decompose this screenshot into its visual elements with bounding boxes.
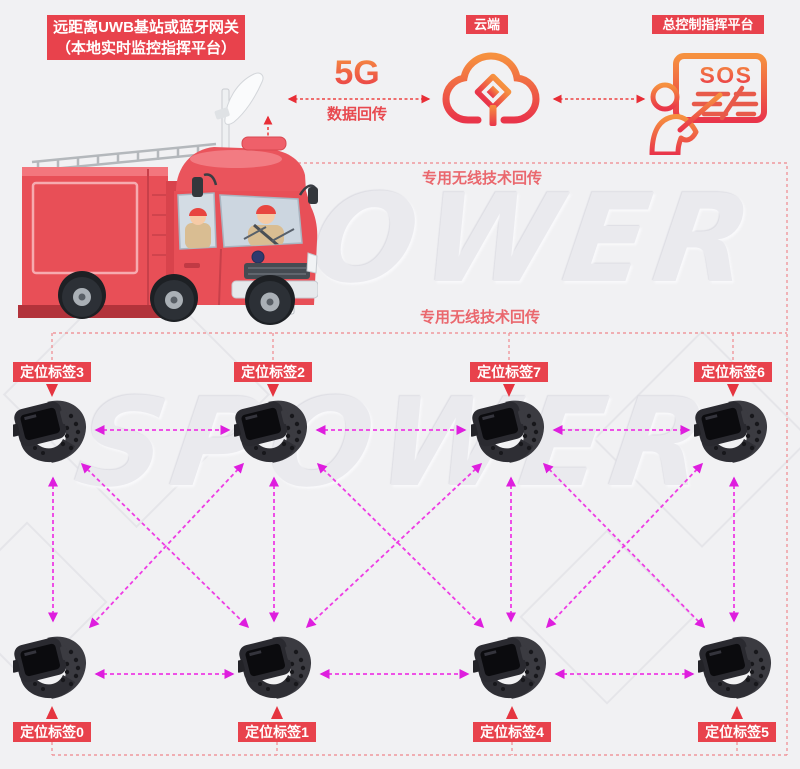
tag-label-4: 定位标签4 [473, 722, 551, 742]
smartwatch-tag-icon [694, 398, 772, 464]
presenter-person [649, 82, 723, 155]
gateway-label-line1: 远距离UWB基站或蓝牙网关 [53, 18, 239, 36]
tag-label-5: 定位标签5 [698, 722, 776, 742]
gateway-label: 远距离UWB基站或蓝牙网关 （本地实时监控指挥平台） [47, 15, 245, 60]
smartwatch-tag-icon [234, 398, 312, 464]
label-pointer-arrows [46, 384, 743, 719]
sos-presentation-board-icon: SOS [649, 53, 767, 155]
tag-label-2: 定位标签2 [234, 362, 312, 382]
5g-subtitle: 数据回传 [326, 106, 387, 123]
smartwatch-tag-icon [698, 634, 776, 700]
uwb-antenna-icon [214, 72, 264, 167]
tag-mesh-links [48, 425, 739, 679]
tag-label-6: 定位标签6 [694, 362, 772, 382]
fire-truck-illustration [18, 72, 318, 325]
sos-text: SOS [699, 62, 752, 88]
cloud-label: 云端 [466, 15, 508, 34]
tag-label-7: 定位标签7 [470, 362, 548, 382]
smartwatch-tag-icon [238, 634, 316, 700]
gateway-label-line2: （本地实时监控指挥平台） [55, 39, 236, 57]
firefighter-passenger [185, 208, 211, 249]
wireless-backhaul-lines [51, 162, 788, 756]
firefighter-driver [248, 205, 284, 247]
truck-cab [166, 136, 318, 315]
smartwatch-tag-icon [473, 634, 551, 700]
tag-label-3: 定位标签3 [13, 362, 91, 382]
command-platform-label: 总控制指挥平台 [652, 15, 764, 34]
smartwatch-tag-icon [13, 634, 91, 700]
tag-label-1: 定位标签1 [238, 722, 316, 742]
tag-label-0: 定位标签0 [13, 722, 91, 742]
smartwatch-tag-icon [471, 398, 549, 464]
wireless-backhaul-label-bottom: 专用无线技术回传 [419, 309, 540, 326]
board-text-lines [691, 85, 759, 121]
5g-title: 5G [327, 54, 387, 93]
cloud-network-icon [442, 52, 540, 126]
truck-wheels [58, 271, 295, 325]
wireless-backhaul-label-top: 专用无线技术回传 [421, 170, 542, 187]
smartwatch-tag-icon [13, 398, 91, 464]
